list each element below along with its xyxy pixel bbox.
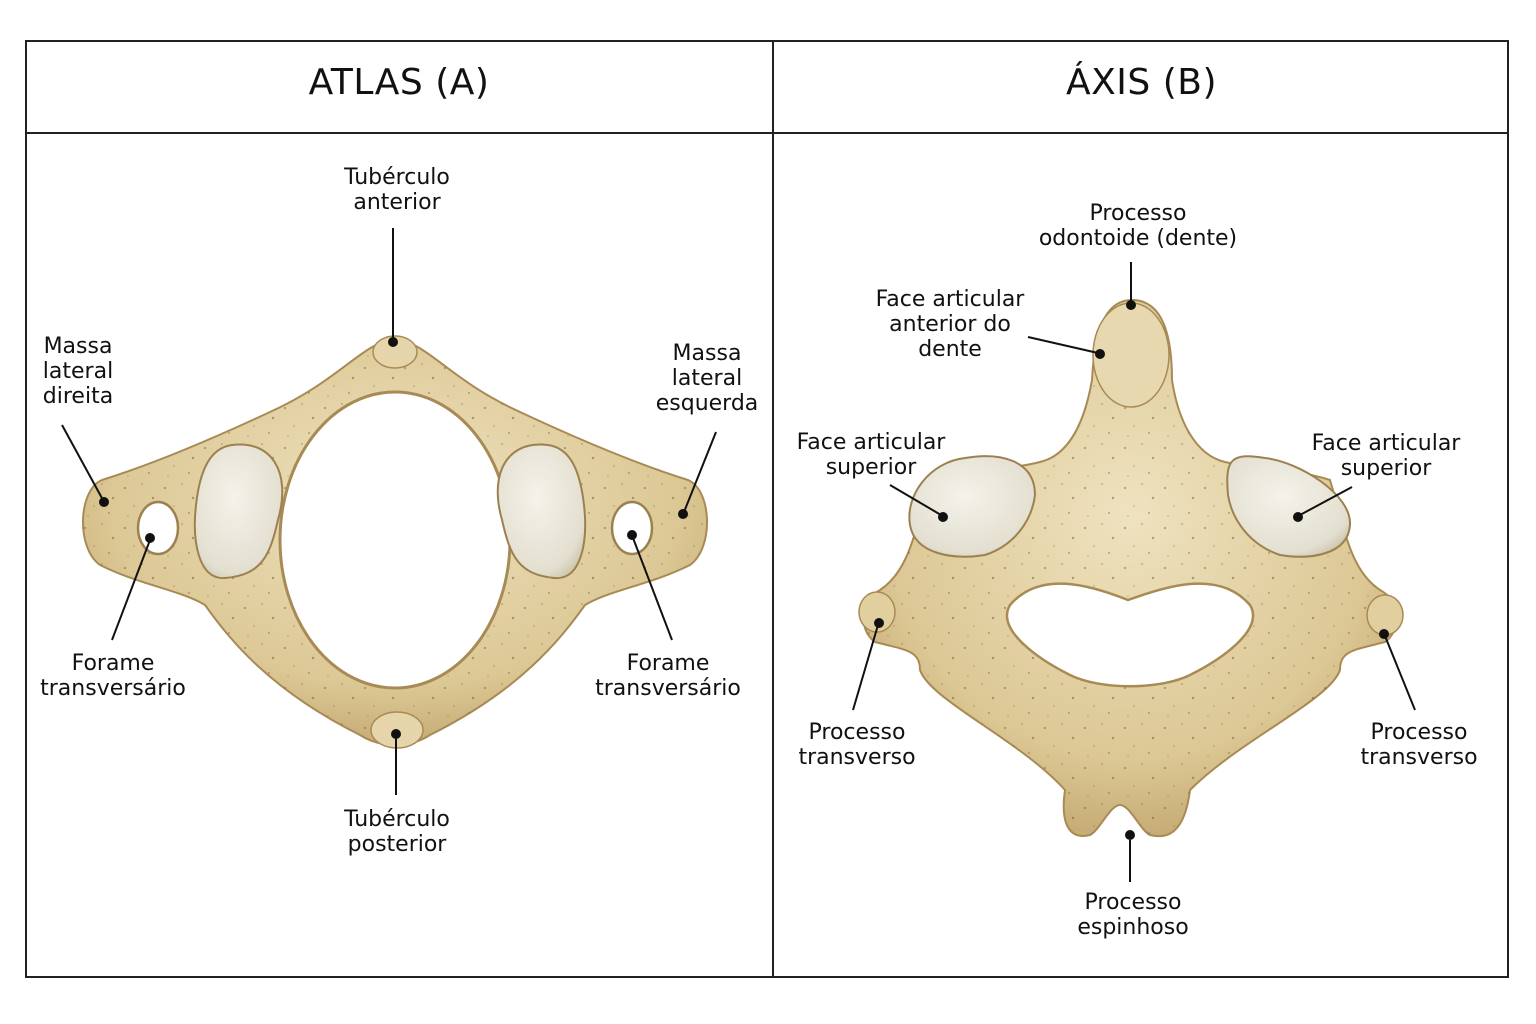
panel-title-atlas: ATLAS (A) [308, 62, 490, 103]
label-processo-transverso-esquerdo: Processo transverso [1360, 720, 1478, 770]
label-face-articular-superior-direita: Face articular superior [796, 430, 946, 480]
label-face-articular-superior-esquerda: Face articular superior [1311, 431, 1461, 481]
leader-lines [61, 228, 1416, 882]
label-processo-odontoide: Processo odontoide (dente) [1038, 201, 1238, 251]
label-processo-espinhoso: Processo espinhoso [1077, 890, 1189, 940]
label-face-articular-anterior-dente: Face articular anterior do dente [875, 287, 1025, 362]
panel-divider [772, 40, 774, 978]
label-processo-transverso-direito: Processo transverso [798, 720, 916, 770]
label-forame-transversario-esquerdo: Forame transversário [595, 651, 741, 701]
panel-title-axis: ÁXIS (B) [1066, 62, 1217, 103]
atlas-vertebra [82, 335, 708, 749]
label-tuberculo-posterior: Tubérculo posterior [344, 807, 450, 857]
label-tuberculo-anterior: Tubérculo anterior [344, 165, 450, 215]
label-massa-lateral-esquerda: Massa lateral esquerda [655, 341, 759, 416]
axis-vertebra [858, 298, 1404, 838]
label-massa-lateral-direita: Massa lateral direita [42, 334, 114, 409]
label-forame-transversario-direito: Forame transversário [40, 651, 186, 701]
header-divider [25, 132, 1509, 134]
diagram-frame [25, 40, 1509, 978]
